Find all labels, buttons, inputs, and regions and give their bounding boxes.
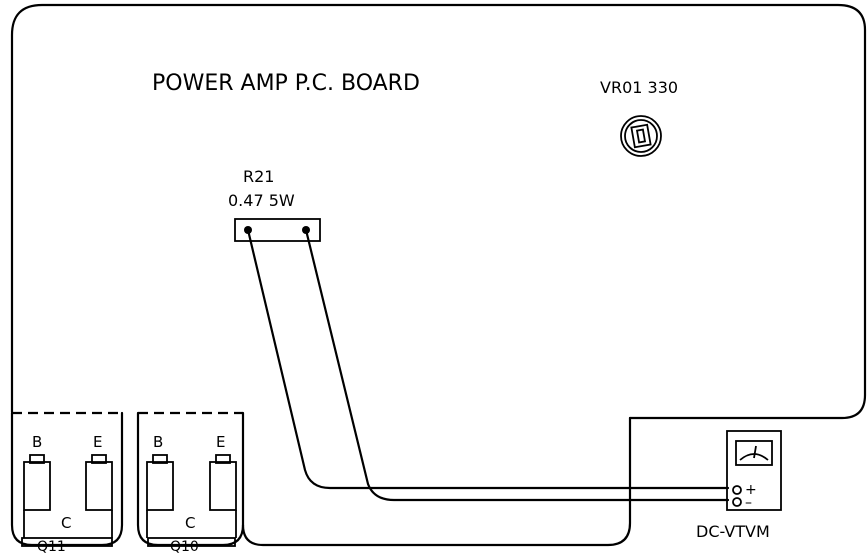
q11-transistor — [10, 411, 124, 547]
meter-plus-sign: + — [745, 482, 757, 498]
q11-emitter-label: E — [93, 433, 102, 451]
q10-base-label: B — [153, 433, 163, 451]
r21-resistor — [234, 218, 321, 242]
probe-lead-plus — [246, 228, 730, 490]
pcb-board-outline — [10, 3, 867, 420]
dc-vtvm-meter-icon — [726, 430, 782, 511]
q11-label: Q11 — [37, 539, 66, 555]
pcb-cutout-edge — [241, 411, 632, 547]
meter-minus-sign: – — [745, 495, 752, 511]
board-title: POWER AMP P.C. BOARD — [152, 71, 420, 96]
q10-collector-label: C — [185, 514, 195, 532]
meter-label: DC-VTVM — [696, 522, 770, 541]
q11-collector-label: C — [61, 514, 71, 532]
q10-label: Q10 — [170, 539, 199, 555]
q10-emitter-label: E — [216, 433, 225, 451]
r21-value: 0.47 5W — [228, 191, 295, 210]
probe-lead-minus — [304, 228, 730, 502]
r21-name: R21 — [243, 167, 274, 186]
vr01-label: VR01 330 — [600, 78, 678, 97]
q10-transistor — [136, 411, 245, 547]
vr01-trimmer-icon — [620, 115, 662, 157]
q11-base-label: B — [32, 433, 42, 451]
